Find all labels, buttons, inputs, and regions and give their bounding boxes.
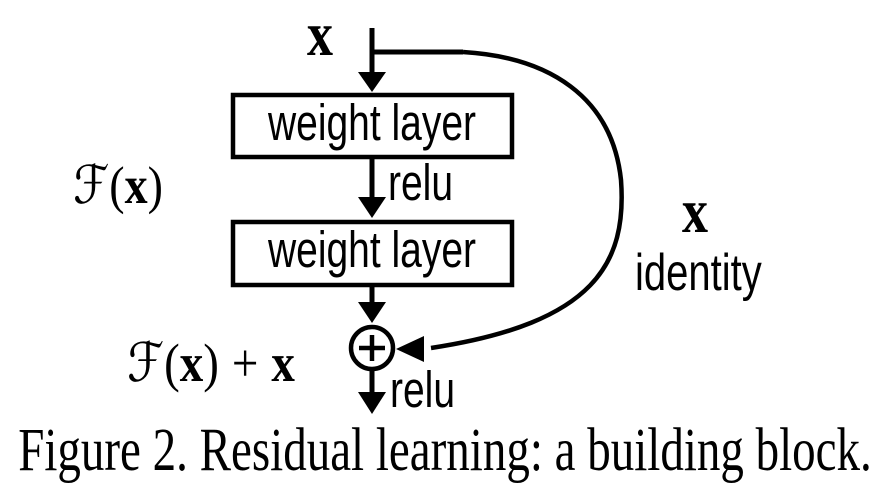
close-paren: ) bbox=[148, 156, 163, 215]
input-arrowhead-icon bbox=[358, 72, 386, 92]
output-arrowhead-icon bbox=[358, 392, 386, 414]
relu-out-label: relu bbox=[390, 361, 455, 418]
identity-arrowhead-icon bbox=[396, 336, 424, 362]
mid-arrowhead-icon bbox=[358, 197, 386, 218]
open-paren: ( bbox=[164, 333, 180, 393]
identity-label: identity bbox=[635, 243, 762, 301]
identity-x-label: x bbox=[682, 178, 708, 246]
open-paren: ( bbox=[109, 156, 124, 215]
math-x: x bbox=[180, 333, 204, 393]
close-paren: ) bbox=[203, 333, 219, 393]
math-x: x bbox=[125, 156, 148, 215]
sum-arrowhead-icon bbox=[358, 302, 386, 323]
weight-layer-2-box bbox=[230, 219, 515, 288]
plus-operator: + bbox=[232, 333, 259, 393]
weight-layer-1-label: weight layer bbox=[267, 94, 476, 151]
figure-caption: Figure 2. Residual learning: a building … bbox=[18, 415, 872, 483]
weight-layer-2-label: weight layer bbox=[267, 221, 476, 278]
input-x-label: x bbox=[307, 1, 333, 69]
relu-mid-label: relu bbox=[388, 154, 453, 211]
residual-function-label: ℱ(x) bbox=[73, 154, 163, 216]
script-f-glyph: ℱ bbox=[73, 154, 109, 216]
script-f-glyph: ℱ bbox=[127, 331, 164, 394]
identity-skip-curve bbox=[430, 49, 624, 351]
weight-layer-1-box bbox=[230, 92, 515, 160]
math-x: x bbox=[271, 333, 295, 393]
sum-formula-label: ℱ(x)+x bbox=[127, 331, 295, 394]
